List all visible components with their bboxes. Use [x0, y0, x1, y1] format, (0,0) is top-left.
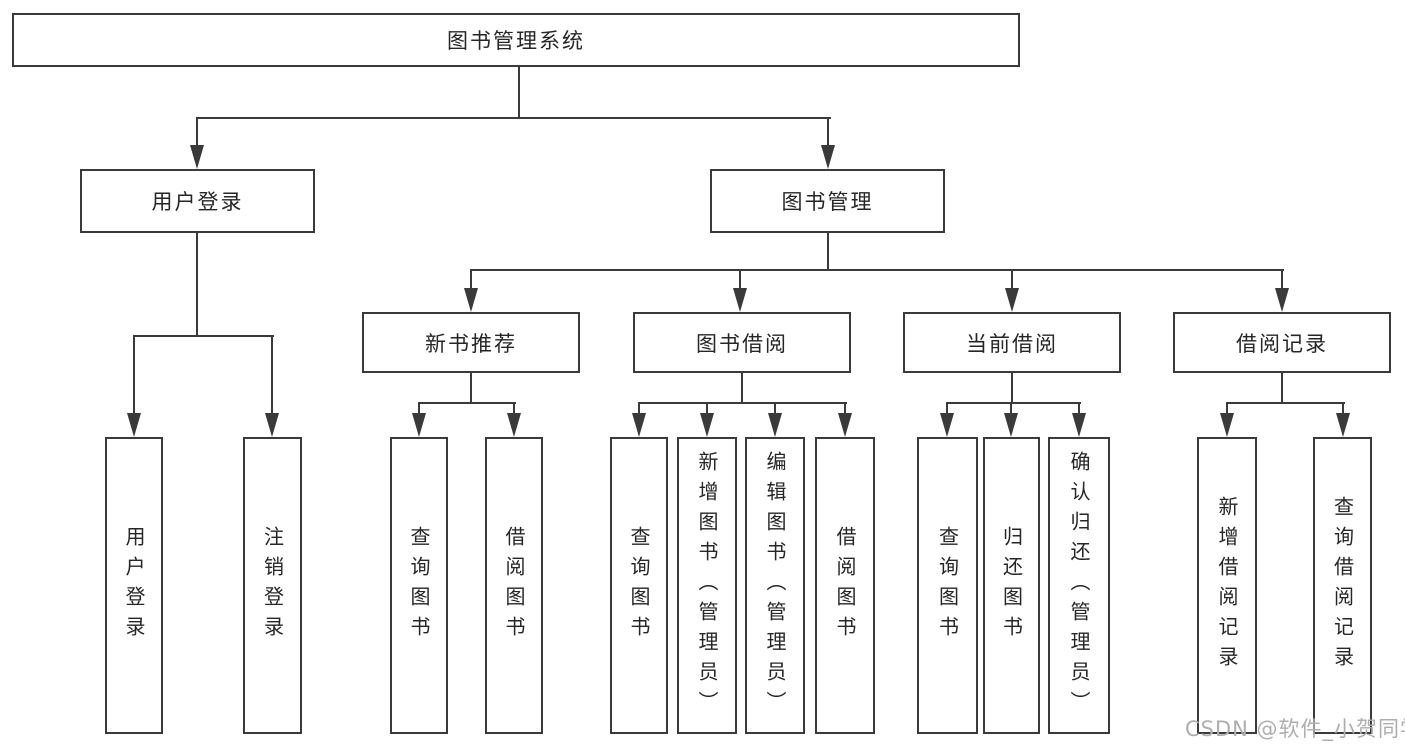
node-user-login: 用户登录	[80, 169, 315, 233]
connector-line	[638, 402, 847, 404]
node-label: 图书管理	[781, 190, 874, 214]
leaf-borrow-books: 借阅图书	[815, 437, 875, 734]
node-book-borrowing: 图书借阅	[633, 312, 851, 373]
leaf-label: 查询图书	[627, 525, 651, 646]
connector-line	[946, 402, 948, 415]
connector-line	[741, 373, 743, 404]
arrow-down-icon	[464, 288, 478, 312]
leaf-label: 用户登录	[122, 525, 146, 646]
node-new-book-recommend: 新书推荐	[362, 312, 580, 373]
arrow-down-icon	[265, 413, 279, 437]
connector-line	[739, 269, 741, 290]
node-borrowing-records: 借阅记录	[1173, 312, 1391, 373]
arrow-down-icon	[190, 145, 204, 169]
leaf-user-login: 用户登录	[105, 437, 163, 734]
leaf-edit-book-admin: 编辑图书（管理员）	[745, 437, 805, 734]
leaf-add-book-admin: 新增图书（管理员）	[677, 437, 737, 734]
connector-line	[1226, 402, 1228, 415]
connector-line	[1010, 402, 1012, 415]
leaf-label: 归还图书	[999, 525, 1024, 646]
connector-line	[196, 233, 198, 337]
arrow-down-icon	[768, 413, 782, 437]
arrow-down-icon	[1336, 413, 1350, 437]
leaf-label: 新增图书（管理员）	[695, 450, 719, 721]
arrow-down-icon	[1005, 288, 1019, 312]
leaf-add-borrow-record: 新增借阅记录	[1197, 437, 1257, 734]
connector-line	[1226, 402, 1345, 404]
arrow-down-icon	[412, 413, 426, 437]
connector-line	[513, 402, 515, 415]
leaf-query-books: 查询图书	[390, 437, 448, 734]
leaf-query-borrow-record: 查询借阅记录	[1313, 437, 1372, 734]
connector-line	[418, 402, 516, 404]
node-current-borrowing: 当前借阅	[903, 312, 1121, 373]
connector-line	[827, 233, 829, 271]
connector-line	[196, 117, 198, 147]
leaf-label: 新增借阅记录	[1215, 495, 1239, 676]
node-label: 借阅记录	[1236, 331, 1328, 356]
connector-line	[470, 373, 472, 404]
arrow-down-icon	[940, 413, 954, 437]
node-label: 当前借阅	[966, 331, 1058, 356]
connector-line	[518, 67, 520, 118]
connector-line	[1281, 269, 1283, 290]
arrow-down-icon	[127, 413, 141, 437]
arrow-down-icon	[700, 413, 714, 437]
connector-line	[1078, 402, 1080, 415]
node-library-management-system: 图书管理系统	[12, 13, 1020, 67]
connector-line	[1281, 373, 1283, 404]
connector-line	[844, 402, 846, 415]
connector-line	[1011, 269, 1013, 290]
connector-line	[133, 335, 135, 415]
connector-line	[470, 269, 1284, 271]
leaf-label: 编辑图书（管理员）	[763, 450, 787, 721]
leaf-logout: 注销登录	[243, 437, 302, 734]
connector-line	[946, 402, 1081, 404]
leaf-return-books: 归还图书	[983, 437, 1040, 734]
connector-line	[638, 402, 640, 415]
arrow-down-icon	[733, 288, 747, 312]
connector-line	[196, 117, 831, 119]
connector-line	[706, 402, 708, 415]
arrow-down-icon	[1220, 413, 1234, 437]
arrow-down-icon	[507, 413, 521, 437]
node-book-management: 图书管理	[710, 169, 945, 233]
leaf-label: 查询图书	[935, 525, 960, 646]
leaf-label: 注销登录	[260, 525, 285, 646]
csdn-watermark: CSDN @软件_小贺同学	[1185, 717, 1405, 741]
node-label: 用户登录	[151, 190, 244, 214]
connector-line	[271, 335, 273, 415]
connector-line	[133, 335, 274, 337]
leaf-label: 查询借阅记录	[1330, 495, 1355, 676]
leaf-confirm-return-admin: 确认归还（管理员）	[1048, 437, 1110, 734]
leaf-query-books: 查询图书	[917, 437, 978, 734]
connector-line	[418, 402, 420, 415]
connector-line	[470, 269, 472, 290]
node-label: 新书推荐	[425, 331, 517, 356]
arrow-down-icon	[1004, 413, 1018, 437]
leaf-label: 确认归还（管理员）	[1067, 450, 1091, 721]
node-label: 图书管理系统	[447, 29, 585, 53]
connector-line	[1011, 373, 1013, 404]
connector-line	[827, 117, 829, 147]
arrow-down-icon	[1275, 288, 1289, 312]
node-label: 图书借阅	[696, 331, 788, 356]
arrow-down-icon	[632, 413, 646, 437]
leaf-label: 借阅图书	[502, 525, 526, 646]
leaf-label: 借阅图书	[833, 525, 857, 646]
arrow-down-icon	[838, 413, 852, 437]
leaf-label: 查询图书	[407, 525, 431, 646]
arrow-down-icon	[1072, 413, 1086, 437]
connector-line	[774, 402, 776, 415]
arrow-down-icon	[821, 145, 835, 169]
leaf-borrow-books: 借阅图书	[485, 437, 543, 734]
connector-line	[1342, 402, 1344, 415]
leaf-query-books: 查询图书	[610, 437, 668, 734]
